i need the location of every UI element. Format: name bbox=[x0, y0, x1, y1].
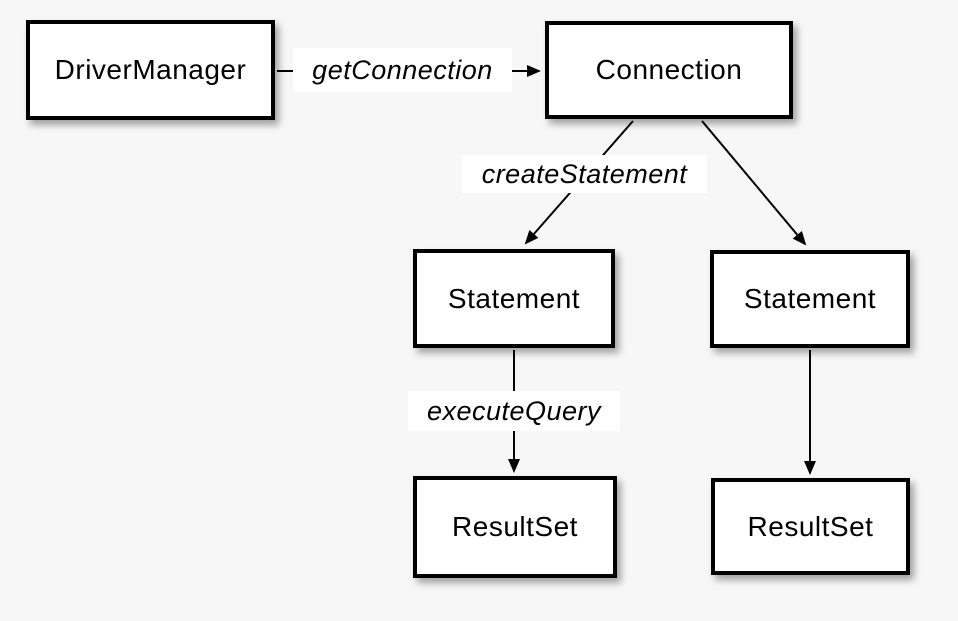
node-result-set-left: ResultSet bbox=[413, 476, 617, 578]
node-driver-manager: DriverManager bbox=[26, 20, 275, 120]
edge-label-create-statement: createStatement bbox=[462, 155, 707, 193]
node-statement-right: Statement bbox=[710, 250, 910, 348]
edge-connection-to-statement-right-line bbox=[701, 120, 807, 246]
node-result-set-right: ResultSet bbox=[711, 478, 910, 575]
edge-label-execute-query: executeQuery bbox=[408, 391, 620, 431]
node-connection: Connection bbox=[545, 21, 793, 119]
node-statement-left: Statement bbox=[413, 249, 615, 348]
edge-label-get-connection: getConnection bbox=[293, 48, 512, 92]
